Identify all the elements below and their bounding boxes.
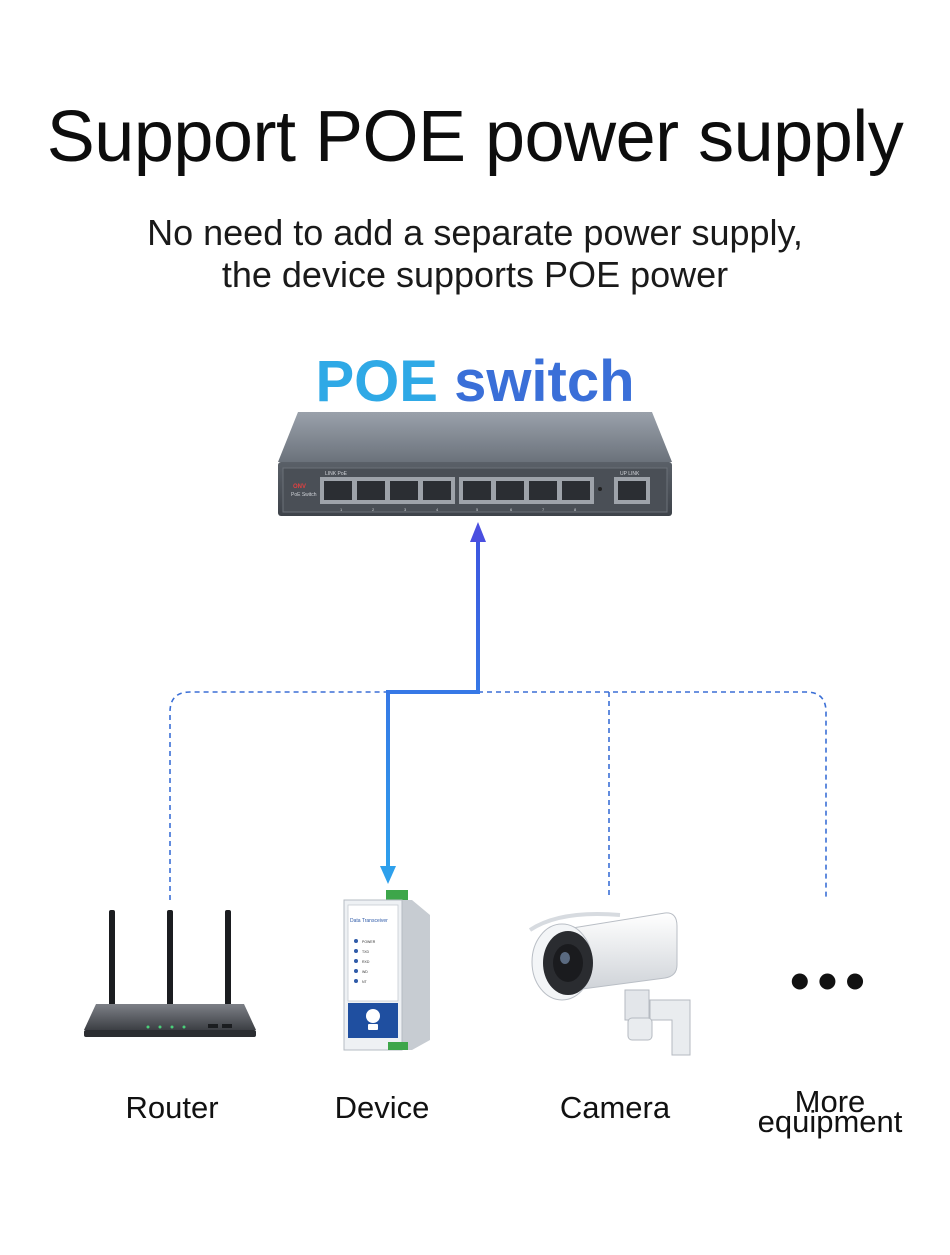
svg-text:8: 8 [574, 507, 577, 512]
led-nt-label: NT [362, 980, 368, 984]
led-power-label: POWER [362, 940, 376, 944]
more-ellipsis-icon: ••• [790, 949, 873, 1012]
svg-text:5: 5 [476, 507, 479, 512]
subtitle-line-1: No need to add a separate power supply, [147, 212, 803, 253]
arrow-up-icon [470, 522, 486, 542]
switch-model: PoE Switch [291, 492, 317, 498]
more-equipment-label: More equipment [740, 1084, 920, 1139]
dashed-connection-lines [169, 691, 827, 900]
svg-text:4: 4 [436, 507, 439, 512]
more-label-line-2: equipment [757, 1104, 903, 1139]
svg-text:7: 7 [542, 507, 545, 512]
led-rxd-label: RXD [362, 960, 370, 964]
device-panel-title: Data Transceiver [350, 918, 388, 924]
switch-heading-poe: POE [315, 349, 438, 414]
subtitle-line-2: the device supports POE power [221, 254, 729, 295]
switch-brand: ONV [293, 484, 306, 490]
svg-text:3: 3 [404, 507, 407, 512]
camera-icon [528, 912, 691, 1056]
led-txd-label: TXD [362, 950, 369, 954]
camera-label: Camera [559, 1090, 671, 1125]
device-icon: Data Transceiver POWER TXD RXD WD NT [343, 890, 430, 1051]
page-title: Support POE power supply [46, 97, 904, 177]
svg-text:6: 6 [510, 507, 513, 512]
switch-port-header-right: UP LINK [620, 471, 640, 477]
more-label-line-1: More [794, 1084, 866, 1119]
switch-port-numbers: 1 2 3 4 5 6 7 8 [340, 507, 577, 512]
device-label: Device [334, 1090, 430, 1125]
svg-text:2: 2 [372, 507, 375, 512]
switch-port-header-left: LINK PoE [325, 471, 348, 477]
router-label: Router [125, 1090, 219, 1125]
switch-heading-switch: switch [454, 349, 635, 414]
arrow-down-icon [380, 866, 396, 884]
switch-ports [320, 477, 650, 504]
svg-text:1: 1 [340, 507, 343, 512]
router-icon [84, 910, 256, 1037]
led-wd-label: WD [362, 970, 368, 974]
page-subtitle: No need to add a separate power supply, … [0, 212, 950, 296]
switch-heading: POE switch [0, 348, 950, 415]
poe-switch-image: LINK PoE UP LINK ONV PoE Switch 1 2 [278, 412, 672, 516]
poe-power-path [380, 522, 486, 884]
